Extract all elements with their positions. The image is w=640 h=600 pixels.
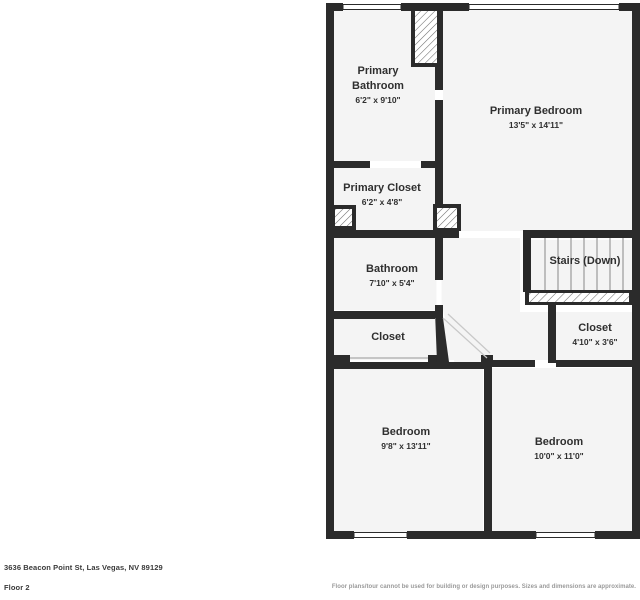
window-top-right [468,4,620,10]
wall-closet-diagonal [435,312,449,362]
wall-exterior-bottom-c [492,531,530,539]
room-label-bedroom-right: Bedroom [535,436,584,448]
wall-between-bedrooms [484,362,492,539]
wall-exterior-top-d [449,3,463,11]
room-dims-primary-closet: 6'2" x 4'8" [362,197,402,207]
window-top-left-jamb-a [338,3,343,11]
room-dims-bedroom-left: 9'8" x 13'11" [381,441,430,451]
room-labels: Primary Bathroom 6'2" x 9'10" Primary Be… [343,65,621,461]
wall-exterior-bottom-d [601,531,640,539]
chase-column-top-frame [411,7,441,67]
window-bottom-left-jamb-b [407,531,413,539]
wall-hall-stub-vertical [484,355,492,369]
wall-bathroom-bottom [334,311,435,319]
room-fill-hall-strip [492,312,548,360]
wall-exterior-top-e [625,3,640,11]
room-fills [333,8,633,533]
room-dims-bathroom: 7'10" x 5'4" [369,278,414,288]
wall-primary-bath-bottom-a [334,161,370,168]
window-bottom-right-jamb-a [530,531,536,539]
wall-closet-right-left [548,305,556,363]
wall-primary-bath-right-lower [435,100,443,161]
door-swing-hall-b [447,313,491,354]
wall-exterior-right [632,3,640,539]
room-label-bathroom: Bathroom [366,263,418,275]
window-top-right-jamb-b [619,3,625,11]
doors [350,90,523,359]
wall-hall-bottom-b [556,360,633,367]
wall-hall-top-b [530,230,633,238]
room-fill-closet-left [333,318,487,360]
chase-column-right [437,208,457,228]
wall-primary-bath-bottom-b [421,161,443,168]
disclaimer-text: Floor plans/tour cannot be used for buil… [331,584,636,590]
wall-exterior-left [326,3,334,539]
room-dims-closet-right: 4'10" x 3'6" [572,337,617,347]
stairs-landing-hatch [529,293,629,302]
property-address: 3636 Beacon Point St, Las Vegas, NV 8912… [4,563,163,572]
wall-primary-closet-right [435,168,443,208]
room-dims-bedroom-right: 10'0" x 11'0" [534,451,583,461]
wall-stairs-left [523,230,531,292]
room-label-primary-bathroom-line1: Primary [358,65,400,77]
chase-column-top [415,11,437,63]
window-bottom-left [353,532,408,538]
window-top-left [342,4,402,10]
room-label-closet-right: Closet [578,322,612,334]
wall-closet-left-bottom-a [334,355,350,362]
wall-bathroom-right-lower [435,305,443,318]
room-dims-primary-bedroom: 13'5" x 14'11" [509,120,563,130]
structural-hatch-elements [331,7,629,302]
room-label-primary-bathroom-line2: Bathroom [352,80,404,92]
window-bottom-right-jamb-b [595,531,601,539]
chase-column-right-frame [433,204,461,232]
wall-exterior-top-a [326,3,338,11]
room-fill-closet-right [556,312,633,360]
wall-exterior-top-b [406,3,415,11]
wall-primary-closet-bottom-a [334,230,443,238]
room-label-primary-closet: Primary Closet [343,182,421,194]
room-label-stairs: Stairs (Down) [550,255,621,267]
wall-hall-top-a [443,230,459,238]
room-label-bedroom-left: Bedroom [382,426,431,438]
wall-bedroom-left-top [334,362,484,369]
room-fill-primary-bedroom [443,8,633,233]
stair-treads [544,238,624,290]
chase-column-left-frame [331,205,356,230]
window-top-right-jamb-a [463,3,469,11]
wall-bathroom-right [435,238,443,280]
wall-exterior-bottom-b [413,531,492,539]
room-fill-bathroom [333,238,443,310]
window-bottom-left-jamb-a [348,531,354,539]
room-label-primary-bedroom: Primary Bedroom [490,105,583,117]
wall-exterior-bottom-a [326,531,348,539]
chase-column-left [334,208,352,226]
room-fill-stairs [531,240,633,290]
windows [342,4,620,538]
wall-hall-bottom-a [493,360,535,367]
footer-info: 3636 Beacon Point St, Las Vegas, NV 8912… [4,562,324,593]
door-swing-hall-a [442,317,488,359]
window-top-left-jamb-b [401,3,407,11]
room-dims-primary-bathroom: 6'2" x 9'10" [355,95,400,105]
window-bottom-right [535,532,596,538]
room-fill-bedroom-right [492,368,633,533]
room-fill-bedroom-left [333,368,483,533]
room-label-closet-left: Closet [371,331,405,343]
floor-label: Floor 2 [4,583,30,592]
